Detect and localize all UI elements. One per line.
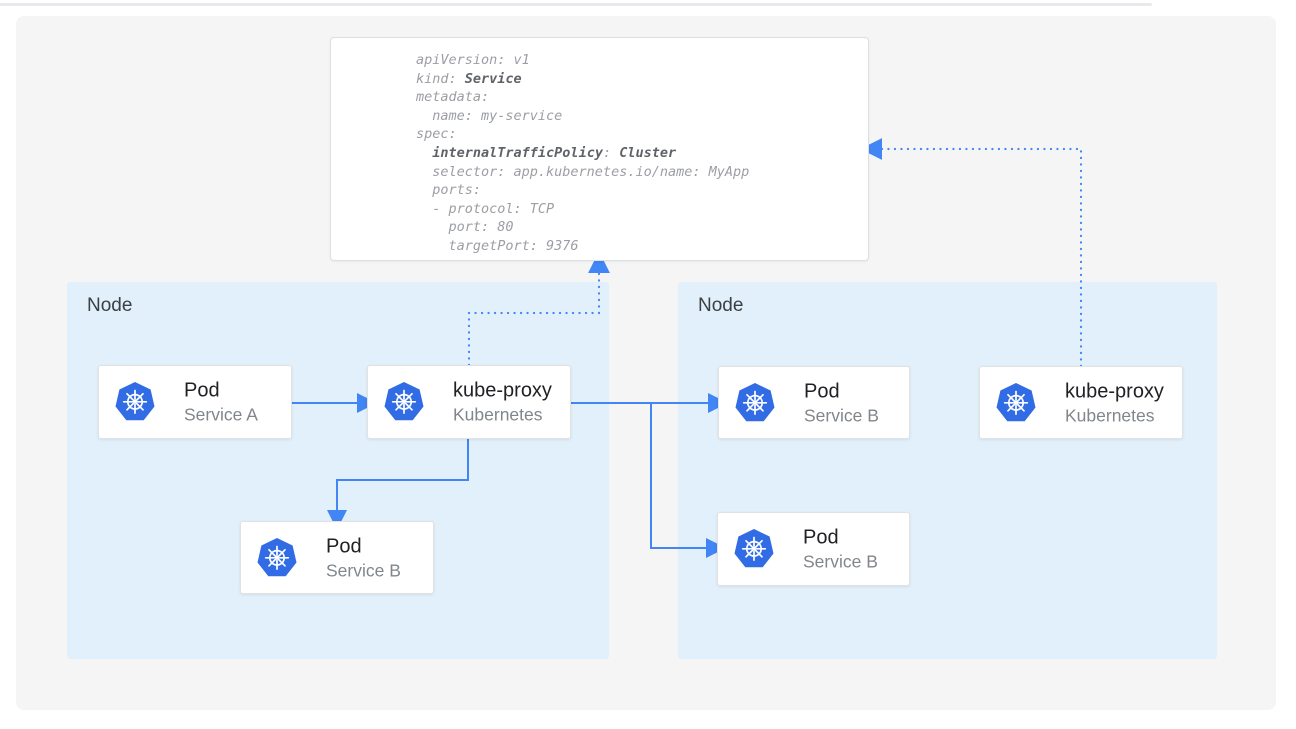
- pod-a-card: Pod Service A: [98, 365, 292, 439]
- card-subtitle: Kubernetes: [453, 404, 543, 425]
- card-subtitle: Kubernetes: [1065, 405, 1155, 425]
- pod-b-left-card: Pod Service B: [240, 521, 434, 594]
- card-title: Pod: [803, 526, 839, 549]
- yaml-line: selector: app.kubernetes.io/name: MyApp: [416, 163, 750, 180]
- kube-proxy-right-card: kube-proxy Kubernetes: [979, 366, 1183, 439]
- yaml-line: ports:: [416, 182, 482, 199]
- yaml-line: internalTrafficPolicy: Cluster: [432, 144, 677, 161]
- card-title: kube-proxy: [453, 379, 552, 402]
- card-title: Pod: [326, 535, 362, 557]
- card-title: Pod: [184, 379, 220, 402]
- yaml-line: port: 80: [416, 219, 514, 236]
- yaml-line: name: my-service: [416, 107, 563, 124]
- card-title: kube-proxy: [1065, 380, 1164, 402]
- yaml-line: - protocol: TCP: [416, 200, 555, 217]
- pod-b-right-bottom-card: Pod Service B: [717, 512, 910, 586]
- top-divider: [0, 3, 1152, 6]
- node-box-left: Node: [67, 282, 609, 659]
- kubernetes-icon: [382, 380, 426, 424]
- yaml-line: kind: Service: [416, 70, 522, 87]
- node-label: Node: [87, 295, 133, 316]
- node-label: Node: [698, 295, 744, 316]
- kubernetes-icon: [113, 380, 157, 424]
- pod-b-right-top-card: Pod Service B: [718, 366, 910, 439]
- yaml-line: apiVersion: v1: [416, 52, 530, 68]
- kube-proxy-left-card: kube-proxy Kubernetes: [367, 365, 571, 439]
- card-title: Pod: [804, 380, 840, 402]
- yaml-line: spec:: [416, 126, 457, 143]
- kubernetes-icon: [994, 381, 1038, 425]
- node-box-right: Node: [678, 282, 1217, 659]
- kubernetes-icon: [732, 527, 776, 571]
- card-subtitle: Service B: [326, 560, 401, 580]
- service-yaml-code: apiVersion: v1 kind: Service metadata: n…: [416, 51, 749, 256]
- kubernetes-icon: [255, 536, 299, 580]
- card-subtitle: Service B: [803, 551, 878, 572]
- yaml-line: targetPort: 9376: [416, 237, 579, 254]
- card-subtitle: Service B: [804, 405, 879, 425]
- kubernetes-icon: [733, 381, 777, 425]
- card-subtitle: Service A: [184, 404, 258, 425]
- service-yaml-card: apiVersion: v1 kind: Service metadata: n…: [330, 37, 869, 261]
- yaml-line: metadata:: [416, 89, 490, 106]
